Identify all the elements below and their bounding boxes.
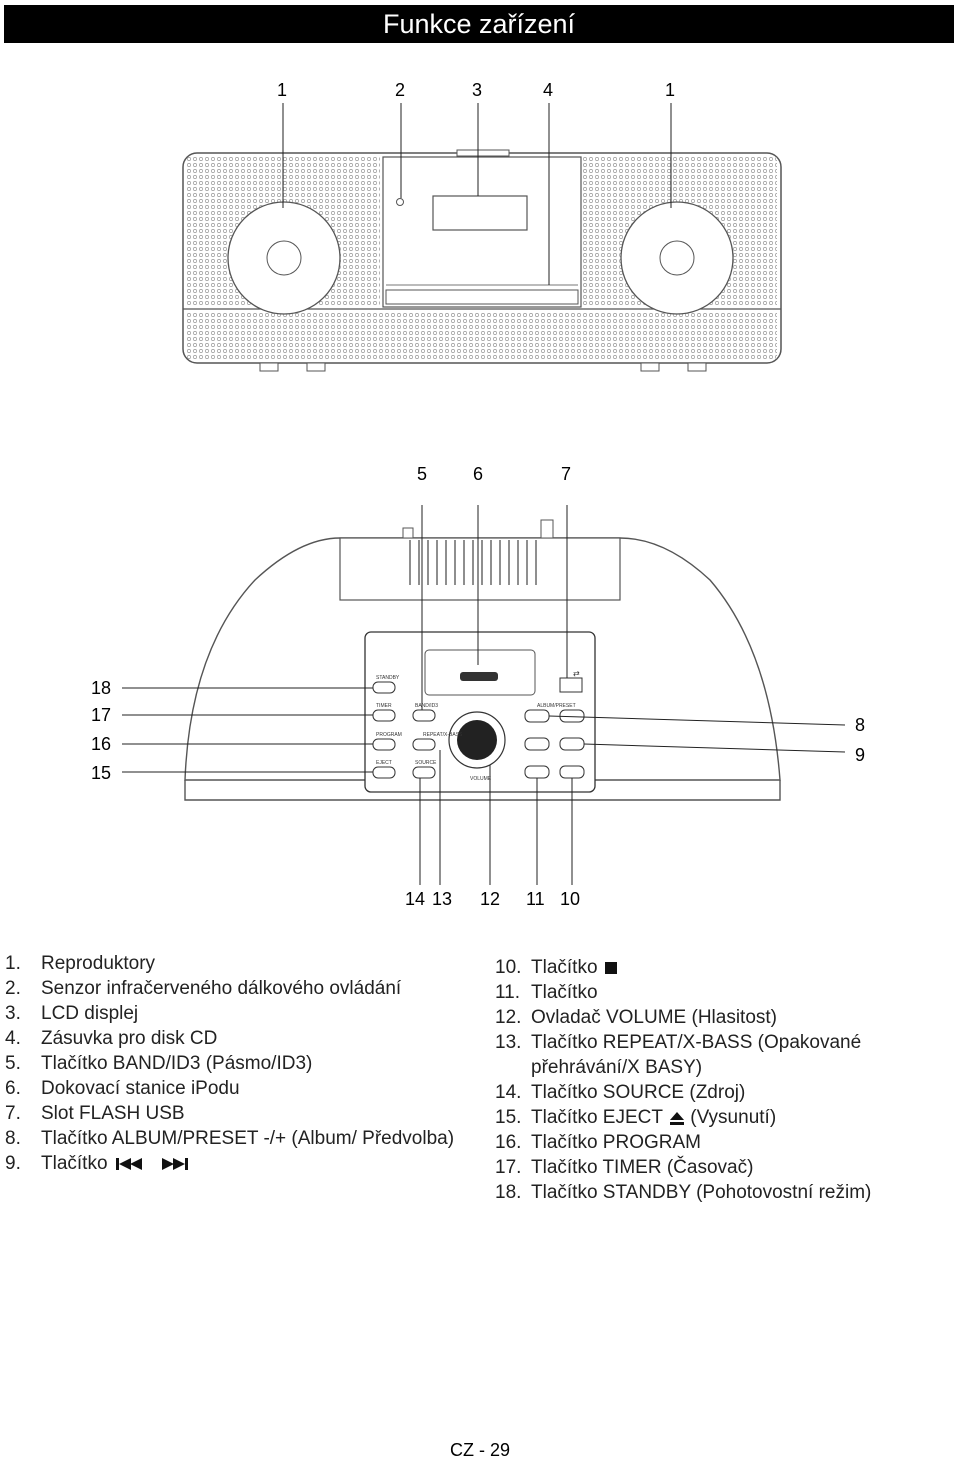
panel-label-album-preset: ALBUM/PRESET <box>537 703 576 709</box>
panel-labels: STANDBY TIMER BAND/ID3 ALBUM/PRESET PROG… <box>376 675 576 782</box>
legend-num: 13. <box>495 1032 522 1053</box>
legend-item-3: 3. LCD displej <box>5 1001 455 1026</box>
legend-text: LCD displej <box>41 1003 139 1024</box>
page-title: Funkce zařízení <box>4 5 954 43</box>
legend-num: 2. <box>5 978 21 999</box>
legend-text: Tlačítko TIMER (Časovač) <box>531 1157 754 1178</box>
legend-suffix: (Vysunutí) <box>690 1107 777 1128</box>
page-number: CZ - 29 <box>449 1440 510 1460</box>
legend-text: Tlačítko REPEAT/X-BASS (Opakované přehrá… <box>531 1032 862 1078</box>
legend-text: Tlačítko BAND/ID3 (Pásmo/ID3) <box>41 1053 313 1074</box>
legend-text: Slot FLASH USB <box>41 1103 185 1124</box>
eject-icon <box>669 1111 684 1125</box>
legend-item-14: 14. Tlačítko SOURCE (Zdroj) <box>495 1080 935 1105</box>
legend-item-18: 18. Tlačítko STANDBY (Pohotovostní režim) <box>495 1180 935 1205</box>
legend-item-10: 10. Tlačítko <box>495 955 935 980</box>
callout-17: 17 <box>91 705 112 725</box>
callout-11: 11 <box>526 889 545 909</box>
callout-12: 12 <box>480 889 501 909</box>
stop-icon <box>604 961 617 974</box>
panel-label-repeat: REPEAT/X-BASS <box>423 732 463 738</box>
legend-item-15: 15. Tlačítko EJECT (Vysunutí) <box>495 1105 935 1130</box>
panel-label-timer: TIMER <box>376 703 392 709</box>
callout-9: 9 <box>855 745 866 765</box>
legend-item-7: 7. Slot FLASH USB <box>5 1101 455 1126</box>
legend-num: 10. <box>495 957 522 978</box>
callout-10: 10 <box>560 889 581 909</box>
legend-text: Tlačítko <box>531 957 598 978</box>
legend-item-8: 8. Tlačítko ALBUM/PRESET -/+ (Album/ Před… <box>5 1126 455 1151</box>
legend-text: Tlačítko STANDBY (Pohotovostní režim) <box>531 1182 872 1203</box>
panel-label-band: BAND/ID3 <box>415 703 439 709</box>
legend-num: 5. <box>5 1053 21 1074</box>
panel-label-program: PROGRAM <box>376 732 402 738</box>
legend-item-11: 11. Tlačítko <box>495 980 935 1005</box>
legend-item-5: 5. Tlačítko BAND/ID3 (Pásmo/ID3) <box>5 1051 455 1076</box>
legend-text: Tlačítko PROGRAM <box>531 1132 701 1153</box>
legend-num: 3. <box>5 1003 21 1024</box>
panel-label-standby: STANDBY <box>376 675 400 681</box>
legend-item-4: 4. Zásuvka pro disk CD <box>5 1026 455 1051</box>
legend-text: Zásuvka pro disk CD <box>41 1028 218 1049</box>
callout-16: 16 <box>91 734 112 754</box>
legend-item-12: 12. Ovladač VOLUME (Hlasitost) <box>495 1005 935 1030</box>
callout-18: 18 <box>91 678 112 698</box>
skip-prev-next-icon <box>115 1157 188 1170</box>
panel-label-volume: VOLUME <box>470 776 492 782</box>
legend-num: 12. <box>495 1007 522 1028</box>
legend-text: Tlačítko <box>531 982 598 1003</box>
legend-item-17: 17. Tlačítko TIMER (Časovač) <box>495 1155 935 1180</box>
legend-num: 8. <box>5 1128 21 1149</box>
callout-2: 2 <box>395 80 406 100</box>
legend-text: Reproduktory <box>41 953 156 974</box>
callout-8: 8 <box>855 715 866 735</box>
legend-text: Senzor infračerveného dálkového ovládání <box>41 978 402 999</box>
legend-num: 18. <box>495 1182 522 1203</box>
callout-7: 7 <box>561 464 572 484</box>
callout-1: 1 <box>277 80 288 100</box>
legend-text: Tlačítko ALBUM/PRESET -/+ (Album/ Předvo… <box>41 1128 455 1149</box>
legend-num: 7. <box>5 1103 21 1124</box>
callout-6: 6 <box>473 464 484 484</box>
legend-num: 1. <box>5 953 21 974</box>
legend-num: 9. <box>5 1153 21 1174</box>
legend-num: 16. <box>495 1132 522 1153</box>
callout-5: 5 <box>417 464 428 484</box>
legend-num: 14. <box>495 1082 522 1103</box>
front-view-diagram <box>182 103 782 372</box>
legend-text: Dokovací stanice iPodu <box>41 1078 240 1099</box>
legend-text: Tlačítko EJECT <box>531 1107 663 1128</box>
svg-text:⇄: ⇄ <box>573 669 580 678</box>
legend-item-2: 2. Senzor infračerveného dálkového ovládá… <box>5 976 455 1001</box>
legend-num: 15. <box>495 1107 522 1128</box>
legend-num: 6. <box>5 1078 21 1099</box>
callout-13: 13 <box>432 889 453 909</box>
legend-num: 11. <box>495 982 521 1003</box>
callout-15: 15 <box>91 763 112 783</box>
callout-3: 3 <box>472 80 483 100</box>
legend-item-16: 16. Tlačítko PROGRAM <box>495 1130 935 1155</box>
legend-num: 4. <box>5 1028 21 1049</box>
legend-item-13: 13. Tlačítko REPEAT/X-BASS (Opakované pře… <box>495 1030 935 1080</box>
panel-label-source: SOURCE <box>415 760 437 766</box>
legend-item-1: 1. Reproduktory <box>5 951 455 976</box>
legend-item-9: 9. Tlačítko <box>5 1151 455 1176</box>
callout-1-right: 1 <box>665 80 676 100</box>
legend-item-6: 6. Dokovací stanice iPodu <box>5 1076 455 1101</box>
callout-14: 14 <box>405 889 426 909</box>
legend-text: Tlačítko <box>41 1153 108 1174</box>
legend-left: 1. Reproduktory 2. Senzor infračerveného d… <box>5 951 455 1176</box>
callout-4: 4 <box>543 80 554 100</box>
top-view-diagram: ⇄ <box>122 505 846 885</box>
panel-label-eject: EJECT <box>376 760 392 766</box>
legend-right: 10. Tlačítko 11. Tlačítko 12. Ovladač VOLUM… <box>495 955 935 1205</box>
legend-text: Tlačítko SOURCE (Zdroj) <box>531 1082 746 1103</box>
legend-num: 17. <box>495 1157 522 1178</box>
legend-text: Ovladač VOLUME (Hlasitost) <box>531 1007 778 1028</box>
